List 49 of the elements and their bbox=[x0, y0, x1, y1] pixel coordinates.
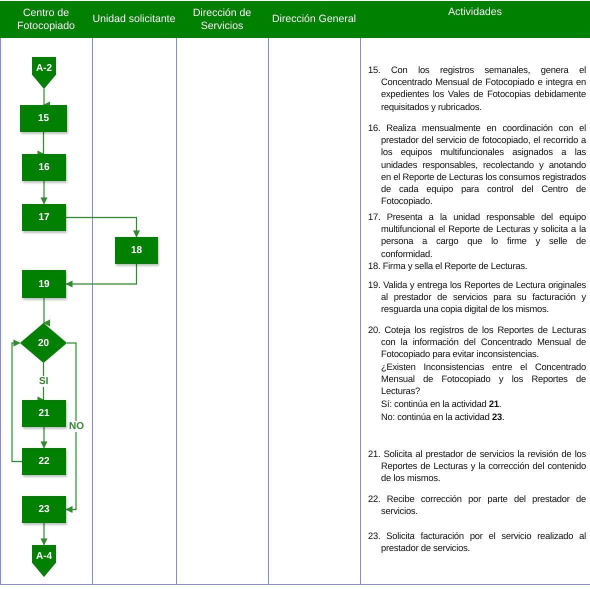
edge-label: SI bbox=[38, 376, 50, 387]
process-box bbox=[22, 400, 66, 427]
column-header: Dirección de Servicios bbox=[176, 1, 269, 38]
node-label: 21 bbox=[38, 408, 50, 419]
column-header: Unidad solicitante bbox=[92, 1, 177, 38]
process-box bbox=[22, 496, 66, 523]
arrow bbox=[40, 427, 48, 448]
process-box bbox=[22, 204, 66, 231]
node-label: A-4 bbox=[36, 550, 52, 562]
node-label: 20 bbox=[38, 338, 50, 348]
process-box bbox=[115, 237, 158, 264]
node-label: A-2 bbox=[36, 62, 52, 74]
activity-text: 15. Con los registros semanales, genera el Concentrado Mensual de Fotocopiado e integra en expedientes los Vales de Fotocopias debidamente requisitados y rubricados. bbox=[368, 64, 586, 113]
offpage-connector bbox=[32, 545, 56, 577]
node-label: 16 bbox=[38, 162, 50, 173]
arrow bbox=[66, 264, 138, 288]
column-header: Dirección General bbox=[268, 1, 361, 38]
arrow bbox=[42, 298, 50, 326]
edge-label: NO bbox=[68, 421, 85, 432]
arrow bbox=[66, 216, 140, 238]
activity-text: 21. Solicita al prestador de servicios la revisión de los Reportes de Lecturas y la corrección del contenido de los mismos. bbox=[368, 448, 586, 485]
process-box bbox=[22, 448, 66, 475]
activity-text: No: continúa en la actividad 23. bbox=[380, 411, 506, 424]
activity-text: 17. Presenta a la unidad responsable del equipo multifuncional el Reporte de Lecturas y solicita a la persona a cargo que lo firme y selle de conformidad. bbox=[368, 211, 586, 260]
node-label: 23 bbox=[38, 504, 50, 515]
arrow bbox=[40, 181, 48, 204]
activity-text: 19. Valida y entrega los Reportes de Lectura originales al prestador de servicios para su facturación y resguarda una copia digital de los mismos. bbox=[368, 279, 586, 316]
arrow bbox=[40, 523, 48, 546]
arrow bbox=[11, 340, 22, 462]
node-label: 18 bbox=[130, 245, 142, 256]
activity-text: Sí: continúa en la actividad 21. bbox=[380, 398, 502, 410]
decision-diamond bbox=[20, 323, 67, 363]
activity-text: 16. Realiza mensualmente en coordinación con el prestador del servicio de fotocopiado, el recorrido a los equipos multifuncionales asignados a las unidades responsables, recolectando y anotando en el Reporte de Lecturas los consumos registrados de cada equipo para control del Centro de Fotocopiado. bbox=[368, 122, 586, 208]
activity-text: 20. Coteja los registros de los Reportes de Lecturas con la información del Concentrado Mensual de Fotocopiado para evitar inconsistencias. bbox=[368, 324, 586, 361]
arrow bbox=[66, 342, 77, 513]
column-header: Actividades bbox=[360, 1, 590, 38]
process-box bbox=[22, 270, 66, 298]
node-label: 17 bbox=[38, 212, 50, 223]
node-label: 19 bbox=[38, 278, 50, 290]
activity-text: ¿Existen Inconsistencias entre el Concentrado Mensual de Fotocopiado y los Reportes de Lecturas? bbox=[380, 361, 586, 398]
activity-text: 22. Recibe corrección por parte del prestador de servicios. bbox=[368, 493, 586, 518]
node-label: 22 bbox=[38, 456, 50, 467]
node-label: 15 bbox=[38, 113, 50, 124]
column-header: Centro de Fotocopiado bbox=[0, 1, 93, 38]
activity-text: 18. Firma y sella el Reporte de Lecturas. bbox=[368, 260, 528, 272]
activity-text: 23. Solicita facturación por el servicio realizado al prestador de servicios. bbox=[368, 530, 586, 554]
offpage-connector bbox=[32, 57, 56, 89]
process-box bbox=[20, 105, 67, 132]
process-box bbox=[22, 154, 66, 181]
